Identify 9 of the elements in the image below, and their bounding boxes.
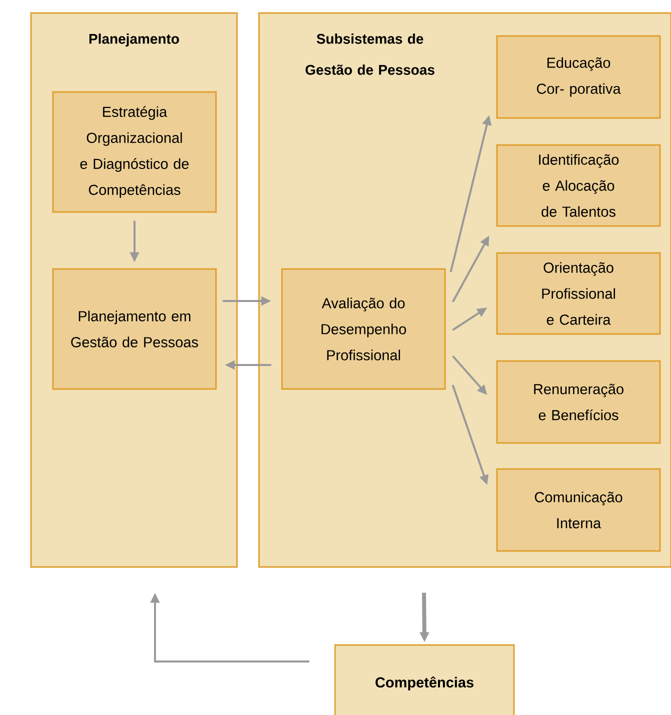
process-box: Orientação Profissional e Carteira [496, 252, 661, 335]
process-box: Comunicação Interna [496, 468, 661, 552]
process-box: Educação Cor- porativa [496, 35, 661, 119]
process-box: Renumeração e Benefícios [496, 360, 661, 444]
process-box: Planejamento em Gestão de Pessoas [52, 268, 217, 390]
process-box: Estratégia Organizacional e Diagnóstico de Competências [52, 91, 217, 213]
process-box: Avaliação do Desempenho Profissional [281, 268, 446, 390]
result-box: Competências [334, 644, 515, 715]
process-box: Identificação e Alocação de Talentos [496, 144, 661, 227]
